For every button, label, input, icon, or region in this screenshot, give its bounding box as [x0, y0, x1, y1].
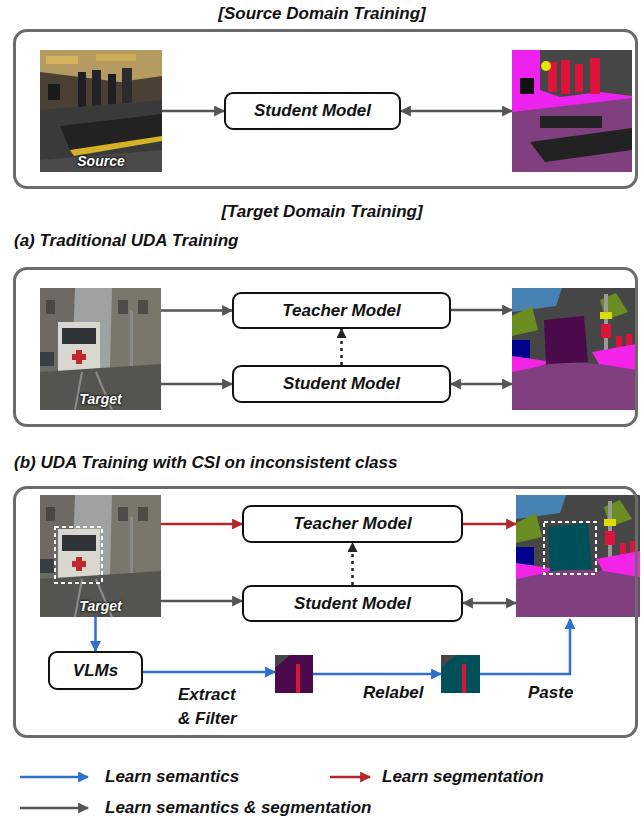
- legend-text: Learn segmentation: [382, 766, 544, 788]
- connector-arrow: [94, 617, 97, 651]
- panel-heading: (a) Traditional UDA Training: [14, 230, 238, 252]
- connector-arrow: [161, 523, 242, 526]
- pipeline-arrow: [143, 671, 275, 674]
- model-box: Teacher Model: [232, 292, 451, 329]
- pipeline-arrow: [480, 619, 570, 674]
- connector-arrow: [161, 383, 232, 386]
- box-label: Student Model: [283, 373, 400, 395]
- image-caption: Target: [40, 597, 161, 615]
- training-panel: (a) Traditional UDA TrainingTarget Teache…: [0, 228, 644, 428]
- output-arrow: [463, 602, 516, 605]
- connector-arrow: [161, 600, 242, 603]
- section-heading: [Target Domain Training]: [0, 201, 644, 223]
- model-box: Teacher Model: [242, 505, 463, 543]
- legend-text: Learn semantics: [105, 766, 239, 788]
- model-box: Student Model: [224, 92, 401, 130]
- box-label: Teacher Model: [282, 300, 400, 322]
- legend-arrow: [330, 776, 370, 779]
- pipeline-arrow: [313, 673, 441, 676]
- legend-arrow: [20, 776, 88, 779]
- target-image: Target: [40, 288, 161, 410]
- training-panel: [Source Domain Training] Source Student Mo…: [0, 0, 644, 190]
- source-image: Source: [40, 50, 162, 172]
- model-box: Student Model: [232, 365, 451, 403]
- box-label: Student Model: [294, 593, 411, 615]
- panel-heading: (b) UDA Training with CSI on inconsisten…: [14, 452, 397, 474]
- output-arrow: [401, 110, 512, 113]
- connector-arrow: [161, 309, 232, 312]
- target-image: Target: [40, 495, 161, 617]
- vlm-box: VLMs: [48, 651, 143, 690]
- connector-arrow: [340, 329, 343, 365]
- segmentation-map: [516, 495, 640, 617]
- image-caption: Source: [40, 152, 162, 170]
- relabeled-crop: [441, 655, 480, 693]
- segmentation-map: [512, 288, 636, 410]
- panel-heading: [Source Domain Training]: [0, 3, 644, 25]
- step-label: Relabel: [363, 682, 423, 704]
- legend-text: Learn semantics & segmentation: [105, 797, 371, 819]
- box-label: Teacher Model: [293, 513, 411, 535]
- output-arrow: [451, 309, 512, 312]
- segmentation-map: [512, 50, 632, 172]
- step-label: Extract & Filter: [178, 683, 248, 731]
- target-photo: [40, 495, 161, 617]
- output-arrow: [463, 523, 516, 526]
- legend-arrow: [20, 807, 88, 810]
- box-label: VLMs: [73, 660, 118, 682]
- target-photo: [40, 288, 161, 410]
- output-arrow: [451, 383, 512, 386]
- crop-image: [275, 655, 313, 693]
- connector-arrow: [351, 543, 354, 585]
- connector-arrow: [162, 110, 224, 113]
- model-box: Student Model: [242, 585, 463, 622]
- step-label: Paste: [528, 682, 573, 704]
- box-label: Student Model: [254, 100, 371, 122]
- image-caption: Target: [40, 390, 161, 408]
- source-photo: [40, 50, 162, 172]
